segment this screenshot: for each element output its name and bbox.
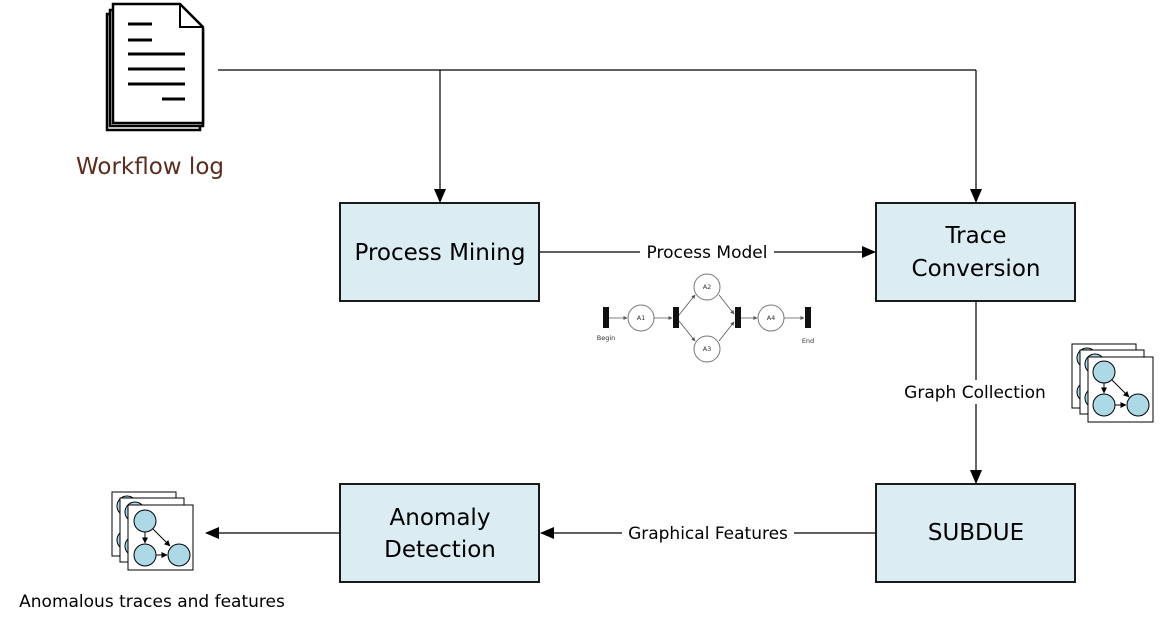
pn-end-transition: [805, 307, 811, 328]
graph-stack-icon-collection: [1071, 343, 1154, 423]
pn-label-a2: A2: [703, 283, 712, 291]
graphical-features-edge: Graphical Features: [540, 523, 875, 544]
pn-label-end: End: [802, 337, 814, 345]
anomaly-detection-label-line2: Detection: [384, 537, 496, 563]
process-mining-box: Process Mining: [339, 202, 540, 302]
subdue-label: SUBDUE: [928, 520, 1024, 546]
anomalous-output-label: Anomalous traces and features: [19, 592, 285, 612]
log-connectors: [218, 69, 982, 203]
anomaly-detection-box: Anomaly Detection: [339, 483, 540, 583]
pn-label-a3: A3: [703, 345, 712, 353]
document-stack-icon: [105, 2, 205, 132]
trace-conversion-label-line1: Trace: [944, 223, 1006, 249]
graph-collection-edge: Graph Collection: [898, 302, 1054, 484]
petri-net-sketch: A1 A2 A3 A4 Begin End: [597, 273, 814, 363]
subdue-box: SUBDUE: [875, 483, 1076, 583]
pn-split-transition: [673, 307, 679, 328]
process-model-label: Process Model: [647, 243, 768, 263]
trace-conversion-label-line2: Conversion: [912, 256, 1041, 282]
graph-stack-icon: [111, 491, 194, 571]
pn-place-a2: [693, 273, 721, 301]
workflow-log-label: Workflow log: [76, 154, 224, 180]
graphical-features-label: Graphical Features: [628, 524, 788, 544]
graph-collection-label: Graph Collection: [904, 383, 1046, 403]
pn-label-a4: A4: [767, 314, 776, 322]
process-model-edge: Process Model: [540, 242, 876, 263]
pn-begin-transition: [603, 307, 609, 328]
pn-place-a3: [693, 335, 721, 363]
process-mining-label: Process Mining: [355, 240, 526, 266]
trace-conversion-box: Trace Conversion: [875, 202, 1076, 302]
pn-label-begin: Begin: [597, 334, 616, 342]
pn-label-a1: A1: [637, 314, 646, 322]
anomaly-detection-label-line1: Anomaly: [390, 505, 491, 531]
pn-join-transition: [735, 307, 741, 328]
